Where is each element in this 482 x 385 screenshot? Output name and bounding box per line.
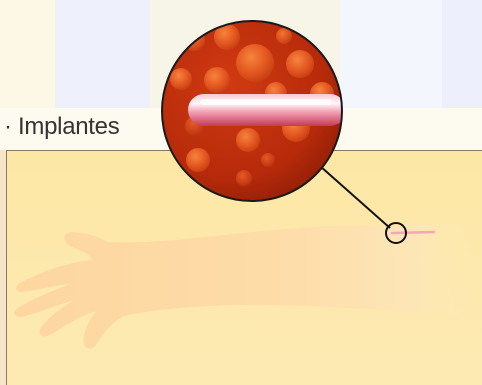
blood-cell	[186, 148, 210, 172]
blood-cell	[236, 128, 260, 152]
leader-line	[320, 166, 390, 228]
blood-cell	[261, 153, 275, 167]
forearm-illustration	[15, 222, 482, 349]
blood-cell	[204, 67, 230, 93]
blood-cell	[236, 44, 274, 82]
magnified-bloodstream-icon	[162, 21, 346, 201]
blood-cell	[236, 170, 252, 186]
magnified-implant-rod	[188, 94, 346, 126]
blood-cell	[286, 50, 314, 78]
blood-cell	[170, 68, 192, 90]
blood-cell	[183, 29, 205, 51]
blood-cell	[276, 28, 292, 44]
implant-rod-icon	[392, 232, 434, 233]
